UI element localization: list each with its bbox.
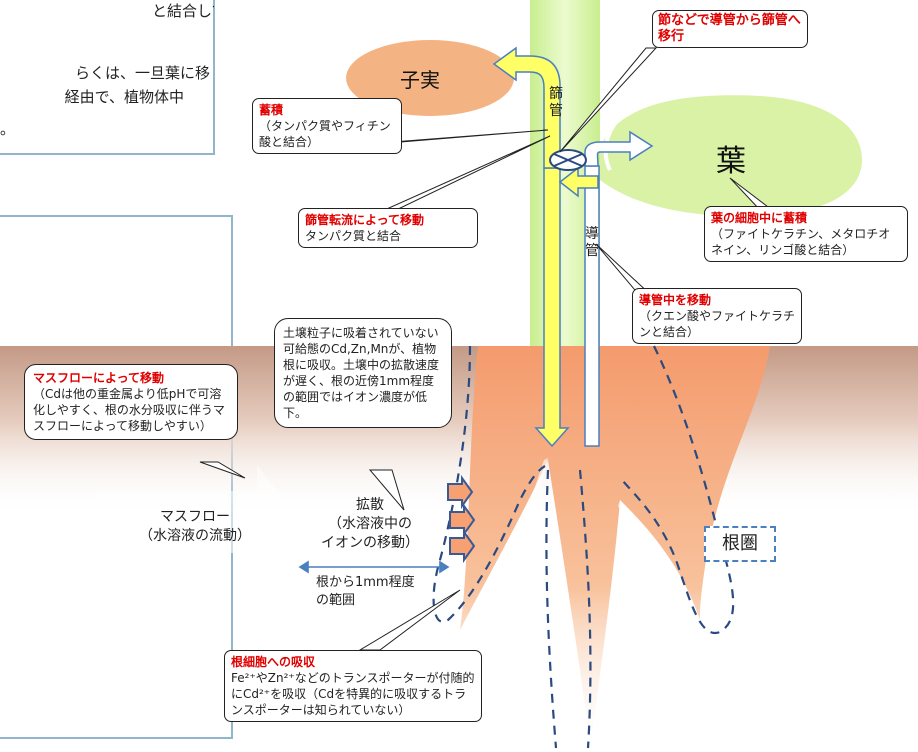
panel-text-2-span: らくは、一旦葉に移 bbox=[74, 64, 210, 82]
xylem-leaf-arrow bbox=[584, 130, 654, 167]
callout-phloem-flow-body: タンパク質と結合 bbox=[305, 229, 402, 243]
massflow-arrow bbox=[99, 465, 302, 579]
leaf-vein bbox=[603, 102, 641, 171]
phloem-label: 篩管 bbox=[548, 86, 564, 120]
callout-leaf-storage-body: （ファイトケラチン、メタロチオネイン、リンゴ酸と結合） bbox=[711, 227, 891, 257]
diffusion-label-main: 拡散 bbox=[356, 497, 384, 513]
panel-text-1: と結合して存在 bbox=[152, 2, 214, 20]
callout-xylem-move-title: 導管中を移動 bbox=[639, 293, 712, 307]
phloem-down-arrow bbox=[534, 167, 570, 448]
callout-root-absorb: 根細胞への吸収 Fe²⁺やZn²⁺などのトランスポーターが付随的にCd²⁺を吸収（… bbox=[224, 650, 482, 722]
callout-node-transfer: 節などで導管から篩管へ移行 bbox=[652, 10, 808, 48]
info-panel-top bbox=[0, 0, 215, 155]
massflow-label: マスフロー （水溶液の流動） bbox=[120, 508, 270, 546]
callout-massflow: マスフローによって移動 （Cdは他の重金属より低pHで可溶化しやすく、根の水分吸収… bbox=[24, 364, 238, 440]
callout-pointers bbox=[199, 47, 774, 651]
panel-text-3: 経由で、植物体中 bbox=[64, 88, 184, 106]
callout-xylem-move-body: （クエン酸やファイトケラチンと結合） bbox=[639, 309, 796, 339]
callout-storage: 蓄積 （タンパク質やフィチン酸と結合） bbox=[252, 98, 402, 154]
xylem-label: 導管 bbox=[584, 226, 600, 260]
callout-node-transfer-title: 節などで導管から篩管へ移行 bbox=[658, 13, 801, 44]
callout-massflow-title: マスフローによって移動 bbox=[33, 371, 165, 385]
phloem-up-arrow bbox=[492, 46, 561, 169]
seed-shape bbox=[346, 40, 514, 116]
callout-leaf-storage-title: 葉の細胞中に蓄積 bbox=[711, 211, 808, 225]
range-label: 根から1mm程度 の範囲 bbox=[316, 574, 446, 610]
massflow-label-main: マスフロー bbox=[160, 509, 230, 525]
callout-root-absorb-body: Fe²⁺やZn²⁺などのトランスポーターが付随的にCd²⁺を吸収（Cdを特異的に… bbox=[231, 671, 475, 717]
leaf-label: 葉 bbox=[716, 144, 746, 179]
node-valve-icon bbox=[549, 149, 587, 171]
diffusion-label-sub1: （水溶液中の bbox=[328, 516, 412, 532]
diffusion-label: 拡散 （水溶液中の イオンの移動） bbox=[310, 496, 430, 553]
callout-phloem-flow: 篩管転流によって移動タンパク質と結合 bbox=[298, 208, 478, 248]
rhizosphere-outline bbox=[432, 345, 735, 749]
callout-storage-body: （タンパク質やフィチン酸と結合） bbox=[259, 119, 391, 149]
root-area bbox=[460, 346, 770, 748]
root-gap-2 bbox=[618, 500, 700, 622]
range-label-1: 根から1mm程度 bbox=[316, 575, 415, 590]
callout-massflow-body: （Cdは他の重金属より低pHで可溶化しやすく、根の水分吸収に伴うマスフローによっ… bbox=[33, 387, 225, 433]
rhizosphere-label: 根圏 bbox=[704, 526, 776, 562]
root-gap-1 bbox=[506, 458, 548, 620]
callout-root-absorb-title: 根細胞への吸収 bbox=[231, 655, 316, 669]
diffusion-arrows bbox=[447, 474, 476, 564]
range-arrow bbox=[298, 560, 450, 574]
seed-label: 子実 bbox=[400, 68, 440, 92]
panel-text-4: 。 bbox=[0, 120, 16, 138]
diffusion-label-sub2: イオンの移動） bbox=[321, 535, 419, 551]
transfer-arrow bbox=[558, 166, 599, 198]
callout-phloem-flow-title: 篩管転流によって移動 bbox=[305, 213, 425, 227]
xylem-tube bbox=[584, 165, 600, 447]
panel-text-2: らくは、一旦葉に移 bbox=[60, 62, 210, 84]
massflow-label-sub: （水溶液の流動） bbox=[139, 528, 251, 544]
callout-soil-absorb-body: 土壌粒子に吸着されていない可給態のCd,Zn,Mnが、植物根に吸収。土壌中の拡散… bbox=[283, 326, 440, 420]
callout-leaf-storage: 葉の細胞中に蓄積 （ファイトケラチン、メタロチオネイン、リンゴ酸と結合） bbox=[704, 206, 908, 262]
leaf-shape bbox=[600, 95, 862, 217]
phloem-label-text: 篩管 bbox=[549, 86, 563, 119]
callout-xylem-move: 導管中を移動 （クエン酸やファイトケラチンと結合） bbox=[632, 288, 802, 344]
range-label-2: の範囲 bbox=[316, 593, 356, 608]
xylem-label-text: 導管 bbox=[585, 226, 599, 259]
callout-storage-title: 蓄積 bbox=[259, 103, 284, 117]
callout-soil-absorb: 土壌粒子に吸着されていない可給態のCd,Zn,Mnが、植物根に吸収。土壌中の拡散… bbox=[274, 318, 452, 428]
